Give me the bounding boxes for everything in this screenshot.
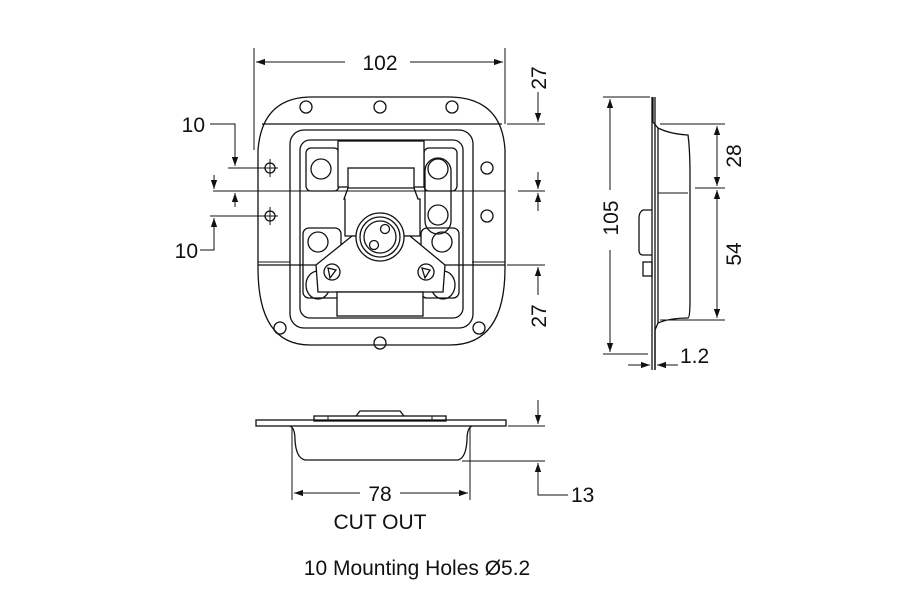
bottom-tray bbox=[289, 425, 473, 461]
crosshair-hole-lower bbox=[262, 207, 278, 225]
slot-right bbox=[424, 157, 452, 235]
mounting-hole bbox=[480, 161, 494, 175]
dim-label-54: 54 bbox=[723, 242, 746, 266]
bottom-view: 78 CUT OUT 13 bbox=[255, 400, 594, 534]
recess-inner bbox=[299, 139, 464, 319]
dim-label-105: 105 bbox=[600, 200, 623, 235]
dim-label-13: 13 bbox=[571, 484, 594, 507]
dim-bottom-27 bbox=[507, 264, 545, 295]
mounting-holes-note: 10 Mounting Holes Ø5.2 bbox=[304, 557, 530, 580]
mounting-hole bbox=[472, 321, 486, 335]
dim-depth-13 bbox=[462, 400, 568, 496]
cutout-label: CUT OUT bbox=[334, 511, 427, 534]
pocket-hole bbox=[427, 158, 449, 180]
front-view: 102 27 27 10 10 bbox=[175, 48, 551, 350]
side-latch-knob bbox=[638, 209, 652, 256]
dim-label-78: 78 bbox=[368, 483, 391, 506]
dim-depth-54 bbox=[660, 190, 725, 321]
mounting-hole bbox=[373, 100, 387, 114]
mounting-hole bbox=[373, 336, 387, 350]
dim-label-102: 102 bbox=[362, 52, 397, 75]
side-view: 105 28 54 1.2 bbox=[600, 96, 746, 370]
mounting-hole bbox=[445, 100, 459, 114]
side-hinge bbox=[642, 261, 653, 277]
latch-catch bbox=[347, 167, 415, 191]
dim-label-27-bottom: 27 bbox=[528, 304, 551, 327]
recess-outer bbox=[289, 129, 474, 329]
mounting-hole bbox=[299, 100, 313, 114]
lock-ring bbox=[359, 216, 401, 258]
bottom-latch-knob bbox=[355, 410, 405, 417]
dim-label-10-lower: 10 bbox=[175, 240, 198, 263]
mounting-hole bbox=[480, 209, 494, 223]
butterfly-plate bbox=[315, 235, 446, 293]
rivet-left bbox=[323, 263, 341, 281]
outer-plate bbox=[257, 96, 506, 346]
crosshair-hole-upper bbox=[262, 159, 278, 177]
mounting-holes bbox=[273, 100, 494, 350]
pocket-hole bbox=[431, 231, 453, 253]
pocket-hole bbox=[307, 231, 329, 253]
lock-outer bbox=[355, 212, 405, 262]
dim-top-27 bbox=[507, 92, 545, 211]
pocket-top-right bbox=[423, 147, 458, 192]
dim-hole-offset-upper bbox=[210, 123, 262, 189]
pocket-hole bbox=[310, 158, 332, 180]
lock-pin bbox=[379, 223, 391, 235]
bottom-plate bbox=[255, 419, 507, 427]
mounting-hole bbox=[273, 321, 287, 335]
dim-label-27-top: 27 bbox=[528, 66, 551, 89]
dim-hole-offset-lower bbox=[200, 193, 262, 251]
bottom-latch-base bbox=[313, 415, 447, 422]
dim-width-102 bbox=[253, 48, 506, 150]
dim-label-10-upper: 10 bbox=[182, 114, 205, 137]
lock-core bbox=[363, 220, 397, 254]
pocket-hole bbox=[427, 204, 449, 226]
latch-bottom-bar bbox=[336, 291, 424, 317]
dim-height-105 bbox=[603, 96, 650, 355]
rivet-right bbox=[417, 263, 435, 281]
dim-label-28: 28 bbox=[723, 144, 746, 167]
lock-pin bbox=[368, 239, 380, 251]
dim-depth-28 bbox=[660, 123, 725, 189]
dim-label-1-2: 1.2 bbox=[680, 345, 709, 368]
side-plate bbox=[652, 97, 691, 370]
